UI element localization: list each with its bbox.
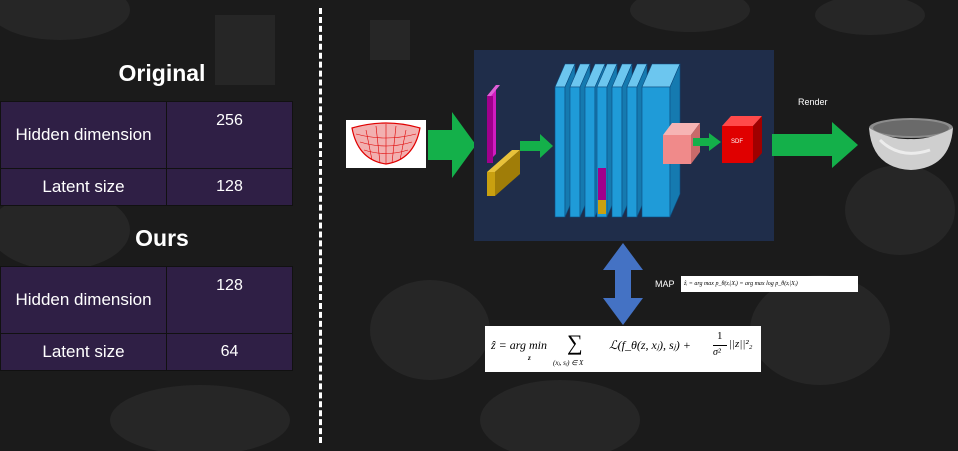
rendered-bowl-image [869, 118, 953, 170]
hidden-dimension-label: Hidden dimension [0, 266, 167, 334]
table-row: Hidden dimension 256 [0, 101, 293, 169]
formula-reg: ||z||²₂ [729, 338, 753, 350]
hidden-dimension-value: 256 [166, 101, 293, 169]
green-arrow-icon [772, 122, 858, 168]
latent-code-block [487, 85, 500, 163]
latent-size-label: Latent size [0, 333, 167, 371]
green-arrow-icon [693, 133, 721, 151]
map-formula-text: ẑᵢ = arg max p_θ(zᵢ|Xᵢ) = arg max log p_… [684, 281, 798, 287]
hidden-dimension-value: 128 [166, 266, 293, 334]
coordinate-input-block [487, 150, 520, 196]
ours-heading: Ours [135, 225, 189, 251]
table-row: Latent size 64 [0, 333, 293, 371]
green-arrow-icon [428, 112, 476, 178]
latent-size-value: 64 [166, 333, 293, 371]
sdf-cube [722, 116, 762, 163]
table-row: Hidden dimension 128 [0, 266, 293, 334]
map-formula: ẑᵢ = arg max p_θ(zᵢ|Xᵢ) = arg max log p_… [681, 276, 858, 292]
formula-lhs: ẑ = arg min [491, 338, 547, 352]
formula-frac-num: 1 [717, 330, 723, 342]
sdf-label: SDF [731, 139, 743, 145]
render-label: Render [798, 97, 828, 107]
table-row: Latent size 128 [0, 168, 293, 206]
input-pointcloud-image [346, 120, 426, 168]
original-heading: Original [118, 60, 206, 86]
blue-double-arrow-icon [603, 243, 643, 325]
original-table: Hidden dimension 256 Latent size 128 [0, 101, 293, 206]
formula-sum-sub: (xⱼ, sⱼ) ∈ X [553, 359, 584, 367]
ours-table: Hidden dimension 128 Latent size 64 [0, 266, 293, 371]
optimization-formula: ẑ = arg min z ∑ (xⱼ, sⱼ) ∈ X ℒ(f_θ(z, xⱼ… [485, 326, 761, 372]
formula-frac-line [713, 345, 727, 346]
formula-argmin-sub: z [528, 354, 531, 362]
green-arrow-icon [520, 134, 553, 158]
map-label: MAP [655, 279, 675, 289]
latent-size-value: 128 [166, 168, 293, 206]
dashed-divider [319, 8, 322, 443]
formula-term: ℒ(f_θ(z, xⱼ), sⱼ) + [609, 338, 691, 352]
formula-frac-den: σ² [713, 347, 721, 358]
mlp-layer-stack [554, 63, 681, 218]
formula-sum-icon: ∑ [567, 330, 583, 355]
latent-size-label: Latent size [0, 168, 167, 206]
